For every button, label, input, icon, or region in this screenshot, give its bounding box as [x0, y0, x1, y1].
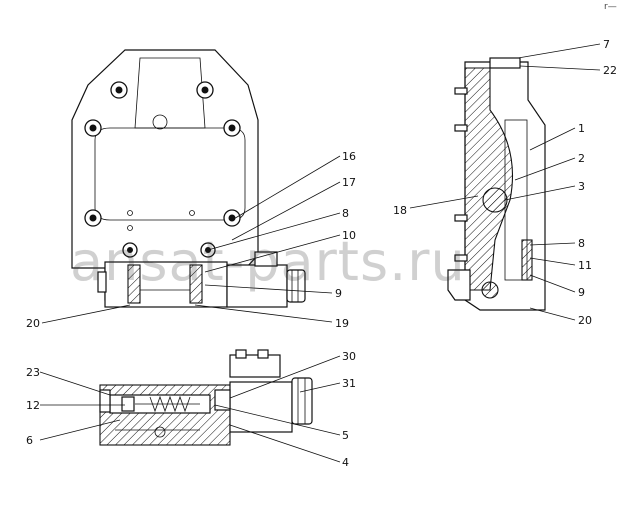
callout-20-side: 20 [578, 314, 592, 327]
side-view-top-cap [489, 57, 521, 69]
section-view-left-cap [99, 389, 111, 413]
callout-20-front: 20 [26, 317, 40, 330]
leader-lines [39, 43, 601, 463]
callout-31: 31 [342, 377, 356, 390]
section-view-spring [149, 395, 191, 413]
callout-23: 23 [26, 366, 40, 379]
front-view-section-right [189, 264, 203, 304]
section-view-solenoid [229, 381, 293, 433]
callout-12: 12 [26, 399, 40, 412]
callout-19: 19 [335, 317, 349, 330]
front-view-section-left [127, 264, 141, 304]
front-view-recess [94, 127, 246, 221]
front-view-end-plug [97, 271, 107, 293]
front-view-solenoid-knob [286, 269, 306, 303]
callouts: 16 17 8 10 9 19 20 7 22 1 2 3 18 8 11 9 … [26, 38, 617, 469]
side-view-bottom-lug [447, 269, 471, 301]
callout-9-side: 9 [578, 286, 585, 299]
callout-5: 5 [342, 429, 349, 442]
callout-10: 10 [342, 229, 356, 242]
callout-30: 30 [342, 350, 356, 363]
callout-22: 22 [603, 64, 617, 77]
callout-17: 17 [342, 176, 356, 189]
front-view-connector [254, 251, 278, 267]
callout-4: 4 [342, 456, 349, 469]
callout-18: 18 [393, 204, 407, 217]
callout-7: 7 [603, 38, 610, 51]
callout-8-front: 8 [342, 207, 349, 220]
front-view-solenoid [226, 264, 288, 308]
corner-mark: r— [604, 2, 617, 12]
callout-8-side: 8 [578, 237, 585, 250]
side-view-studs [454, 87, 468, 262]
section-view-solenoid-knob [291, 377, 313, 425]
callout-11: 11 [578, 259, 592, 272]
front-view-top-port [152, 114, 168, 130]
callout-3: 3 [578, 180, 585, 193]
side-view-plug [482, 187, 508, 213]
section-view-spool-end [121, 396, 135, 412]
front-view [71, 49, 306, 308]
callout-1: 1 [578, 122, 585, 135]
callout-2: 2 [578, 152, 585, 165]
section-view-port [154, 426, 166, 438]
watermark: ansat-parts.ru [70, 230, 466, 293]
callout-9-front: 9 [335, 287, 342, 300]
section-view-seal [214, 389, 231, 411]
section-view-connector [229, 354, 281, 378]
side-view-wall [464, 67, 513, 291]
front-view-neck [134, 57, 206, 129]
section-view [99, 349, 313, 446]
callout-16: 16 [342, 150, 356, 163]
side-view-lower-section [521, 239, 533, 281]
side-view-bottom-screw [481, 281, 499, 299]
callout-6: 6 [26, 434, 33, 447]
side-view [447, 57, 546, 311]
section-view-body [99, 384, 231, 446]
